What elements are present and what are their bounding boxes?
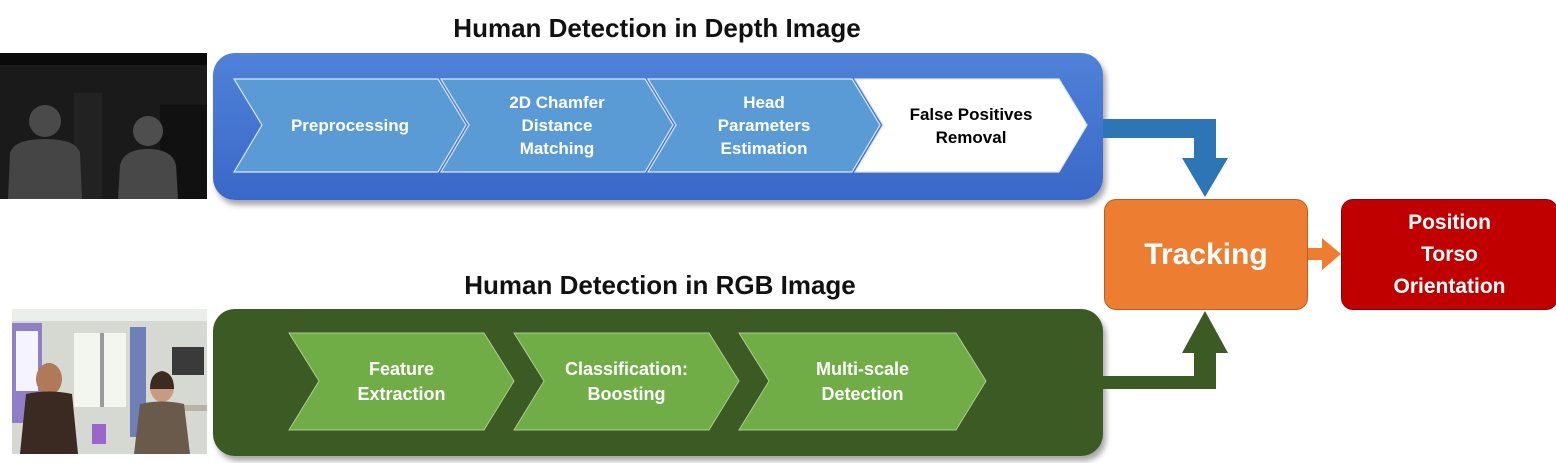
rgb-step-chevron	[288, 332, 515, 431]
depth-step-label-preprocessing: Preprocessing	[290, 116, 410, 135]
rgb-step-label-classification: Classification: Boosting	[564, 358, 689, 404]
rgb-step-chevron	[738, 332, 987, 431]
depth-to-tracking-arrow	[1103, 119, 1228, 197]
depth-step-label-chamfer: 2D Chamfer Distance Matching	[509, 93, 605, 158]
depth-image-figures	[0, 53, 207, 199]
tracking-to-output-arrow	[1306, 238, 1341, 270]
rgb-step-chevron	[513, 332, 740, 431]
rgb-step-label-feature-extraction: Feature Extraction	[357, 358, 446, 404]
tracking-box: Tracking	[1104, 199, 1308, 310]
depth-step-chevron	[439, 78, 674, 173]
depth-step-chevron	[853, 78, 1088, 173]
rgb-section-title: Human Detection in RGB Image	[464, 270, 856, 300]
depth-step-chevron	[646, 78, 881, 173]
rgb-to-tracking-arrow	[1103, 311, 1228, 389]
depth-step-label-false-positives: False Positives Removal	[909, 104, 1033, 147]
depth-image-thumbnail	[0, 53, 207, 199]
rgb-image-thumbnail	[12, 309, 207, 454]
depth-step-label-head-parameters: Head Parameters Estimation	[717, 93, 811, 158]
rgb-step-label-multiscale: Multi-scale Detection	[815, 358, 910, 404]
depth-step-chevron	[232, 78, 467, 173]
rgb-image-scene	[12, 309, 207, 454]
depth-section-title: Human Detection in Depth Image	[453, 13, 861, 43]
output-box: Position Torso Orientation	[1341, 199, 1556, 310]
